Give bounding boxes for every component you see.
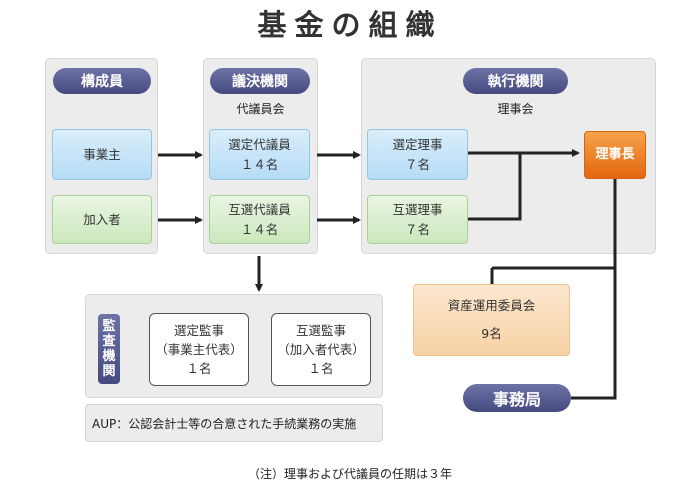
audit-heading: 監 査 機 関 <box>98 314 120 384</box>
council-heading: 議決機関 <box>210 68 310 94</box>
audit-heading-char: 関 <box>102 364 116 379</box>
members-heading: 構成員 <box>53 68 151 94</box>
elected-delegates-count: １４名 <box>240 156 279 172</box>
elected-auditor-box: 選定監事 （事業主代表） １名 <box>149 313 249 386</box>
line-mutual-directors-to-chairman <box>468 153 522 221</box>
audit-heading-char: 機 <box>102 349 116 364</box>
executive-subtitle: 理事会 <box>497 102 534 116</box>
mutual-directors-count: ７名 <box>404 221 430 237</box>
participant-box: 加入者 <box>52 195 152 244</box>
employer-box: 事業主 <box>52 129 152 180</box>
page-title: 基金の組織 <box>257 8 443 42</box>
chairman-box: 理事長 <box>584 131 646 179</box>
elected-delegates-label: 選定代議員 <box>228 136 291 152</box>
mutual-directors-label: 互選理事 <box>392 201 443 217</box>
elected-directors-count: ７名 <box>404 156 430 172</box>
mutual-delegates-label: 互選代議員 <box>228 201 291 217</box>
mutual-auditor-label: 互選監事 <box>295 323 346 338</box>
aup-note: AUP：公認会計士等の合意された手続業務の実施 <box>85 404 383 442</box>
elected-directors-box: 選定理事 ７名 <box>367 129 468 180</box>
mutual-directors-box: 互選理事 ７名 <box>367 195 468 244</box>
participant-label: 加入者 <box>83 211 121 227</box>
employer-label: 事業主 <box>83 146 121 162</box>
mutual-auditor-count: １名 <box>308 361 334 376</box>
elected-directors-label: 選定理事 <box>392 136 443 152</box>
elected-auditor-label: 選定監事 <box>173 323 224 338</box>
council-subtitle: 代議員会 <box>236 102 285 116</box>
elected-auditor-count: １名 <box>186 361 212 376</box>
mutual-delegates-box: 互選代議員 １４名 <box>209 195 310 244</box>
mutual-auditor-rep: （加入者代表） <box>277 342 365 357</box>
executive-heading: 執行機関 <box>463 68 568 94</box>
mutual-delegates-count: １４名 <box>240 221 279 237</box>
secretariat-label: 事務局 <box>463 384 571 412</box>
audit-heading-char: 監 <box>102 319 116 334</box>
elected-delegates-box: 選定代議員 １４名 <box>209 129 310 180</box>
mutual-auditor-box: 互選監事 （加入者代表） １名 <box>271 313 371 386</box>
line-chairman-to-secretariat <box>571 179 617 400</box>
audit-heading-char: 査 <box>102 334 116 349</box>
elected-auditor-rep: （事業主代表） <box>155 342 243 357</box>
investment-committee-label: 資産運用委員会 <box>447 298 536 313</box>
investment-committee-box: 資産運用委員会 9名 <box>413 284 570 356</box>
term-note: （注）理事および代議員の任期は３年 <box>247 467 452 481</box>
investment-committee-count: 9名 <box>481 326 502 341</box>
chairman-label: 理事長 <box>595 147 635 162</box>
